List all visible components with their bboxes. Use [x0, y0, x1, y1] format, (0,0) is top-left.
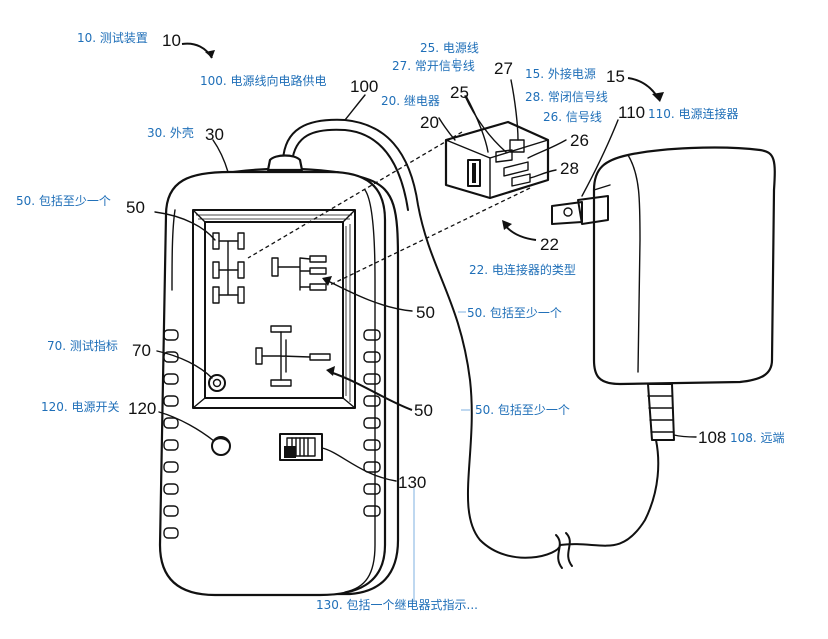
ref-22: 22: [540, 235, 559, 254]
ref-50-b: 50: [416, 303, 435, 322]
ref-27: 27: [494, 59, 513, 78]
relay-socket-panel: [192, 209, 356, 409]
ref-20: 20: [420, 113, 439, 132]
projection-line-2: [329, 187, 531, 286]
ref-15: 15: [606, 67, 625, 86]
ref-120: 120: [128, 399, 156, 418]
annotation-15: 15. 外接电源: [525, 66, 596, 81]
ref-100: 100: [350, 77, 378, 96]
cord-strain-relief: [266, 154, 304, 172]
annotation-20: 20. 继电器: [381, 94, 440, 108]
annotation-25: 25. 电源线: [420, 41, 479, 55]
ref-70: 70: [132, 341, 151, 360]
relay-unit: [444, 120, 550, 200]
cord-break-mark: [555, 534, 563, 569]
ref-10: 10: [162, 31, 181, 50]
relay-type-indicator: [279, 433, 323, 461]
reference-leaders: [154, 79, 697, 482]
annotation-130: 130. 包括一个继电器式指示...: [316, 597, 478, 612]
annotation-70: 70. 测试指标: [47, 338, 118, 353]
power-adapter: [551, 146, 776, 441]
arrow-10: [181, 42, 213, 59]
ref-50-c: 50: [414, 401, 433, 420]
right-side-ridges: [363, 329, 381, 517]
annotation-120: 120. 电源开关: [41, 400, 120, 414]
annotation-50-a: 50. 包括至少一个: [16, 193, 111, 208]
relay-socket-3: [255, 325, 331, 387]
annotation-22: 22. 电连接器的类型: [469, 262, 576, 277]
relay-socket-1: [212, 232, 245, 304]
annotation-28: 28. 常闭信号线: [525, 90, 608, 104]
power-switch: [211, 436, 231, 456]
annotation-27: 27. 常开信号线: [392, 59, 475, 73]
annotation-108: 108. 远端: [730, 431, 785, 445]
ref-30: 30: [205, 125, 224, 144]
annotation-26: 26. 信号线: [543, 110, 602, 124]
projection-line-1: [247, 131, 463, 259]
test-indicator: [208, 374, 226, 392]
left-side-ridges: [163, 329, 179, 539]
annotation-50-c: 50. 包括至少一个: [475, 402, 570, 417]
relay-socket-2: [271, 255, 327, 291]
ref-26: 26: [570, 131, 589, 150]
annotation-30: 30. 外壳: [147, 126, 194, 140]
ref-25: 25: [450, 83, 469, 102]
ref-28: 28: [560, 159, 579, 178]
annotation-50-b: 50. 包括至少一个: [467, 305, 562, 320]
ref-50-a: 50: [126, 198, 145, 217]
cord-to-adapter: [559, 439, 660, 547]
annotation-110: 110. 电源连接器: [648, 106, 739, 121]
annotation-10: 10. 测试装置: [77, 30, 148, 45]
ref-130: 130: [398, 473, 426, 492]
ref-110: 110: [618, 103, 645, 122]
power-cord-outer: [291, 128, 409, 211]
annotation-leaders: [413, 58, 470, 600]
ref-108: 108: [698, 428, 726, 447]
annotation-100: 100. 电源线向电路供电: [200, 73, 327, 88]
